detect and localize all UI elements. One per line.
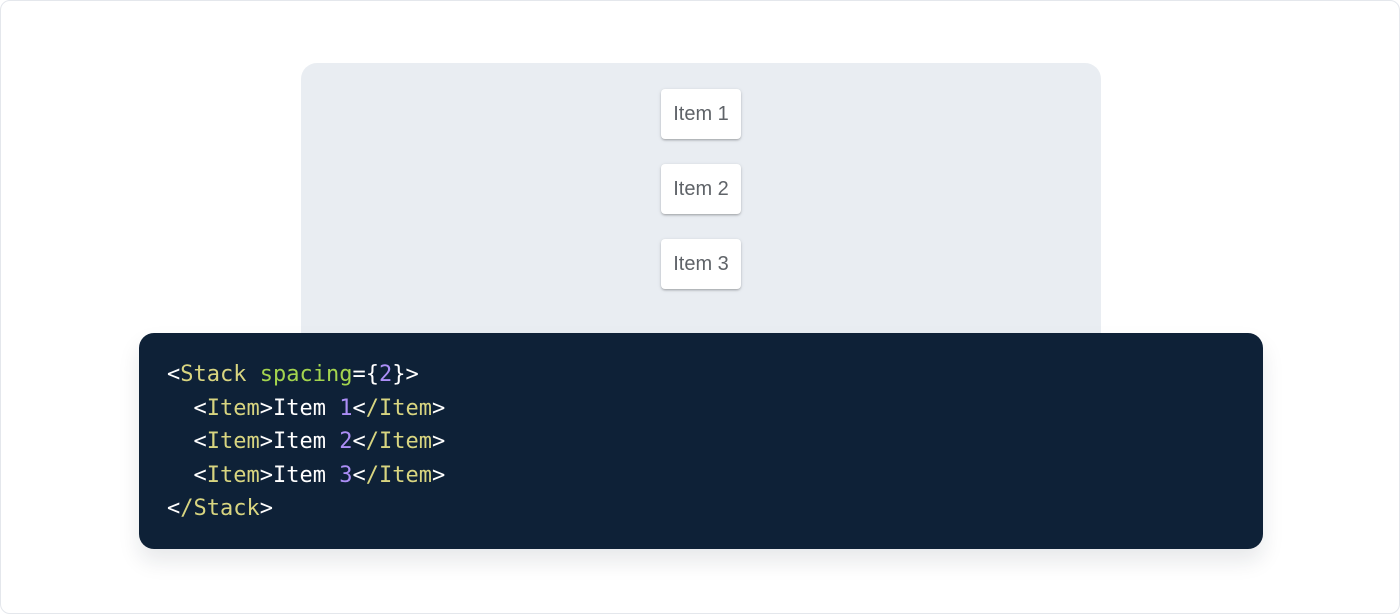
code-token-plain: < [167, 362, 181, 387]
code-token-plain: > [259, 496, 273, 521]
code-token-plain: Item [272, 395, 340, 421]
code-token-attr: spacing [259, 362, 353, 387]
code-token-tag: Item [206, 429, 260, 454]
code-token-plain: < [167, 496, 181, 521]
code-token-plain: < [352, 395, 366, 421]
code-token-number: 2 [378, 362, 393, 387]
code-token-number: 3 [339, 462, 353, 488]
code-token-plain: < [167, 462, 207, 488]
code-token-plain: }> [392, 362, 419, 387]
code-line: </Stack> [167, 492, 1235, 526]
code-line: <Item>Item 1</Item> [167, 392, 1235, 426]
code-token-tag: /Stack [180, 496, 260, 521]
code-token-plain: Item [272, 462, 340, 488]
code-block: <Stack spacing={2}> <Item>Item 1</Item> … [139, 333, 1263, 549]
item-card: Item 2 [661, 164, 741, 214]
item-card-label: Item 2 [673, 177, 729, 200]
code-token-plain: > [431, 395, 446, 421]
code-token-plain: < [352, 462, 366, 488]
code-line: <Item>Item 2</Item> [167, 425, 1235, 459]
demo-panel: Item 1 Item 2 Item 3 [301, 63, 1101, 363]
code-line: <Item>Item 3</Item> [167, 459, 1235, 493]
code-token-tag: Stack [180, 362, 247, 387]
item-card: Item 3 [661, 239, 741, 289]
code-token-plain: > [431, 429, 446, 454]
item-card-label: Item 3 [673, 252, 729, 275]
code-token-plain [246, 362, 259, 387]
code-token-plain: < [167, 429, 207, 454]
code-token-plain: > [259, 429, 273, 454]
code-token-plain: < [167, 395, 207, 421]
code-token-tag: /Item [365, 462, 432, 488]
code-line: <Stack spacing={2}> [167, 358, 1235, 392]
code-token-plain: Item [272, 429, 340, 454]
code-token-plain: ={ [352, 362, 379, 387]
code-token-number: 1 [339, 395, 353, 421]
code-token-number: 2 [339, 429, 353, 454]
code-token-tag: /Item [365, 429, 432, 454]
code-token-plain: > [259, 462, 273, 488]
code-lines: <Stack spacing={2}> <Item>Item 1</Item> … [167, 358, 1235, 526]
code-token-tag: Item [206, 395, 260, 421]
item-card-label: Item 1 [673, 102, 729, 125]
code-token-plain: > [431, 462, 446, 488]
code-token-tag: Item [206, 462, 260, 488]
code-token-plain: > [259, 395, 273, 421]
code-token-tag: /Item [365, 395, 432, 421]
item-card: Item 1 [661, 89, 741, 139]
code-token-plain: < [352, 429, 366, 454]
